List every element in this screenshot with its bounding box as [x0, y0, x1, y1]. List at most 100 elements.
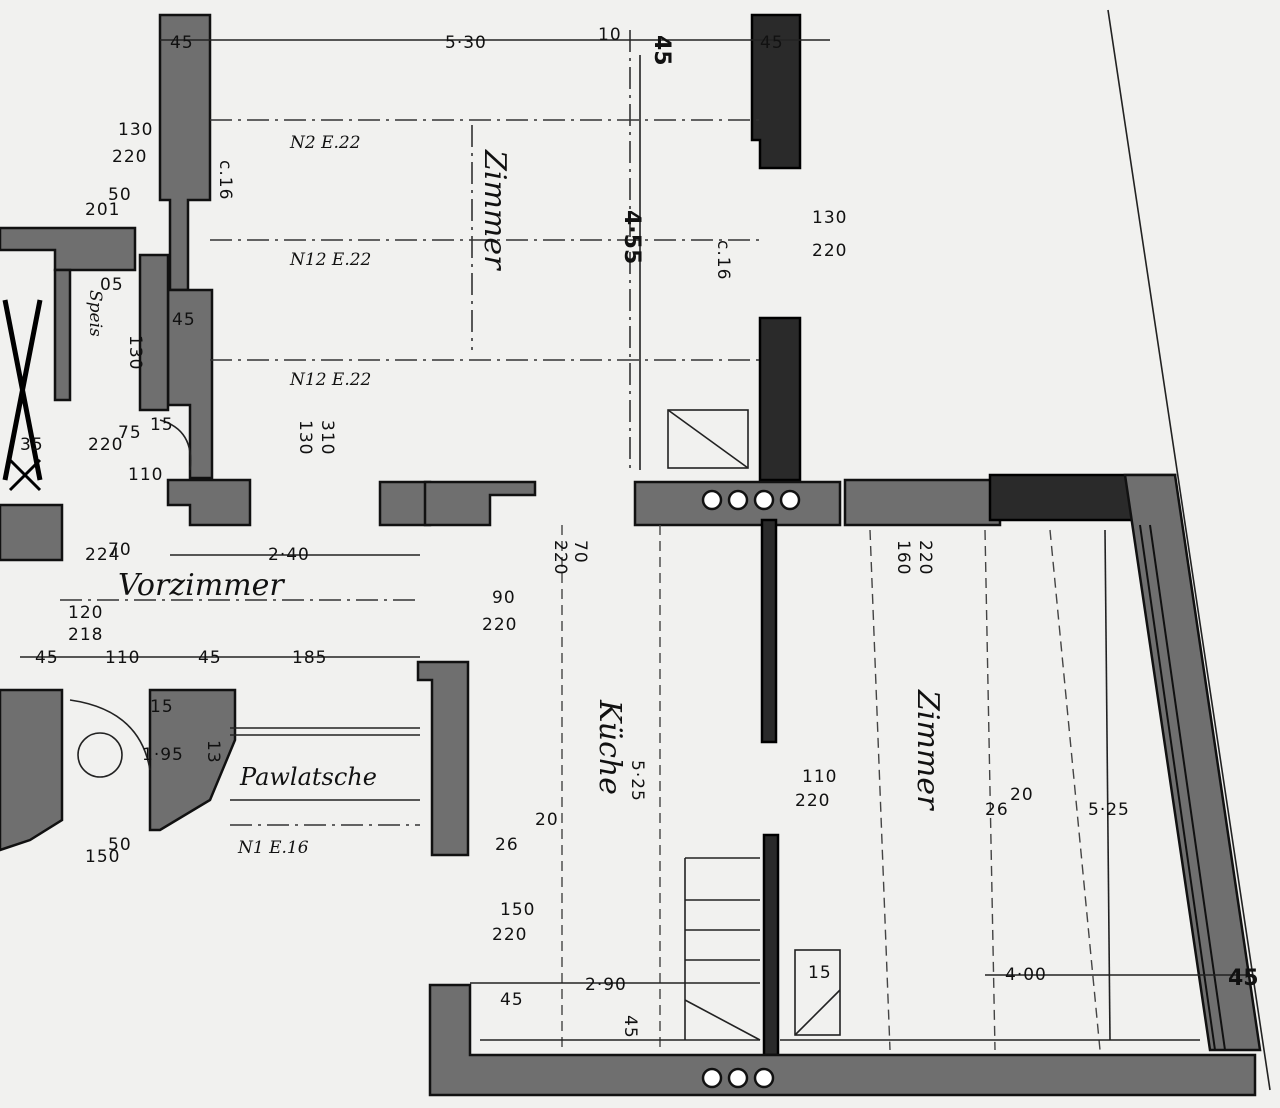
wall-partition-lower [762, 833, 780, 1057]
chimney-box-lower [794, 949, 841, 1036]
dim-160: 160 [893, 540, 913, 575]
dim-c16-b: c.16 [713, 240, 733, 280]
dim-90: 90 [492, 588, 516, 608]
dim-455: 4·55 [619, 210, 644, 264]
dim-45-right: 45 [1228, 966, 1259, 991]
dim-70: 70 [108, 540, 132, 560]
flues [701, 489, 801, 1089]
dim-220-a: 220 [112, 147, 147, 167]
wall-pawlatsche-west [148, 688, 237, 832]
wall-hatching [1139, 524, 1226, 1051]
property-line [1107, 9, 1271, 1091]
dim-310: 310 [317, 420, 337, 455]
wall-bottom [428, 983, 1257, 1097]
wall-cross-1 [166, 478, 252, 527]
beam-label-4: N1 E.16 [237, 838, 309, 858]
dim-290: 2·90 [585, 975, 627, 995]
room-label-pawlatsche: Pawlatsche [239, 763, 377, 791]
room-label-kuche: Küche [592, 699, 627, 795]
wall-east-upper [750, 13, 802, 170]
dim-220-f: 220 [550, 540, 570, 575]
wall-cross-5 [843, 478, 1002, 527]
wall-cross-3 [423, 480, 537, 527]
wall-speis-east [138, 253, 170, 412]
dim-218: 218 [68, 625, 103, 645]
dim-110-b: 110 [802, 767, 837, 787]
dim-195: 1·95 [142, 745, 184, 765]
wall-left-lower [0, 688, 64, 852]
beam-label-2: N12 E.22 [289, 250, 371, 270]
dim-top-45-right: 45 [760, 33, 784, 53]
toilet-fixture [77, 732, 123, 778]
dim-50-b: 50 [108, 835, 132, 855]
wall-east-outer [1123, 473, 1262, 1052]
dim-220-g: 220 [795, 791, 830, 811]
wall-speis [53, 268, 72, 402]
kitchen-stairs [684, 857, 761, 1041]
dim-120: 120 [68, 603, 103, 623]
dim-kuche-525: 5·25 [627, 760, 647, 802]
dim-c16-a: c.16 [215, 160, 235, 200]
room-label-zimmer-top: Zimmer [477, 149, 512, 271]
dim-row-45: 45 [35, 648, 59, 668]
room-labels: Zimmer Zimmer Küche Vorzimmer Speis Pawl… [85, 149, 945, 811]
dashed-outlines [480, 525, 1200, 1051]
dim-top-530: 5·30 [445, 33, 487, 53]
dimension-lines [20, 39, 1250, 1041]
dim-220-h: 220 [492, 925, 527, 945]
dim-75: 75 [118, 423, 142, 443]
wall-cross-2 [378, 480, 432, 527]
dim-15-side: 35 [20, 435, 44, 455]
dim-224: 224 [85, 545, 120, 565]
beam-label-1: N2 E.22 [289, 133, 361, 153]
dim-15-win: 15 [808, 963, 832, 983]
dim-left-45: 45 [172, 310, 196, 330]
dim-220-b: 220 [812, 241, 847, 261]
beam-label-3: N12 E.22 [289, 370, 371, 390]
dim-130-c: 130 [125, 335, 145, 370]
dim-130-b: 130 [812, 208, 847, 228]
door-swing-wc [69, 699, 151, 771]
dim-130-a: 130 [118, 120, 153, 140]
dim-150: 150 [85, 847, 120, 867]
dim-05: 05 [100, 275, 124, 295]
dim-row-110: 110 [105, 648, 140, 668]
dim-240: 2·40 [268, 545, 310, 565]
pawlatsche-railing [230, 727, 420, 801]
dim-f26-a: 26 [495, 835, 519, 855]
dim-right-525: 5·25 [1088, 800, 1130, 820]
dim-50: 50 [108, 185, 132, 205]
dim-f26-b: 26 [985, 800, 1009, 820]
dim-400: 4·00 [1005, 965, 1047, 985]
wall-pawlatsche-east [416, 660, 470, 857]
dim-15: 15 [150, 415, 174, 435]
dim-150-b: 150 [500, 900, 535, 920]
dim-row-45b: 45 [198, 648, 222, 668]
dim-70-b: 70 [570, 540, 590, 564]
room-label-speis: Speis [85, 290, 105, 337]
room-label-zimmer-right: Zimmer [910, 689, 945, 811]
chimney-box-upper [667, 409, 749, 469]
dim-top-45-mid: 45 [649, 35, 674, 66]
door-swing-speis [159, 419, 192, 471]
dimension-labels: 45 5·30 45 45 130 220 50 201 c.16 c.16 4… [20, 25, 1259, 1039]
dim-110: 110 [128, 465, 163, 485]
wall-left-top [0, 226, 137, 272]
dim-220-d: 220 [482, 615, 517, 635]
wall-east-mid [758, 316, 802, 482]
wall-west-upper [158, 13, 212, 292]
beam-labels: N2 E.22 N12 E.22 N12 E.22 N1 E.16 [237, 133, 371, 858]
beam-lines [60, 30, 760, 826]
dim-220-c: 220 [88, 435, 123, 455]
dim-201: 201 [85, 200, 120, 220]
dim-45-bot: 45 [500, 990, 524, 1010]
wall-left-mid [0, 503, 64, 562]
dim-45-vert: 45 [620, 1015, 640, 1039]
crossed-out-mark [2, 299, 43, 492]
wall-partition-upper [760, 518, 778, 744]
dim-13: 13 [203, 740, 223, 764]
dim-f20-b: 20 [1010, 785, 1034, 805]
dim-row-185: 185 [292, 648, 327, 668]
dim-top-45-left: 45 [170, 33, 194, 53]
